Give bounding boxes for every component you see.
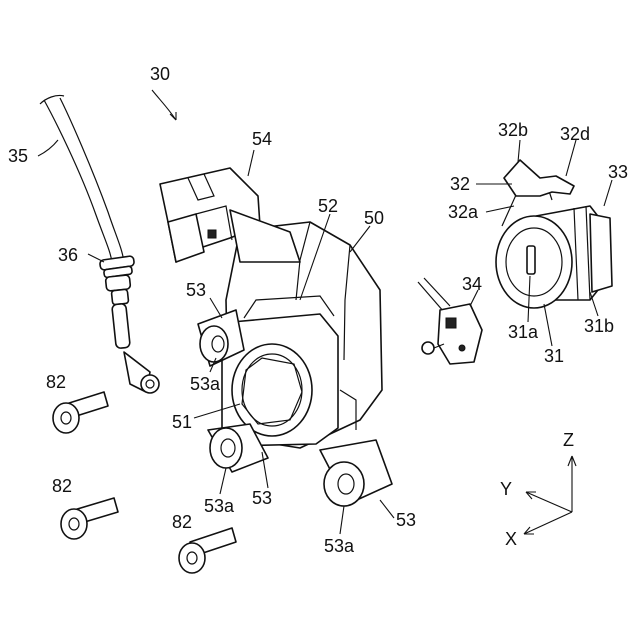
label-52: 52	[318, 196, 338, 216]
bolt-82-middle	[61, 498, 118, 539]
axis-x-label: X	[505, 529, 517, 549]
housing-50	[160, 168, 392, 506]
label-51: 51	[172, 412, 192, 432]
label-32d: 32d	[560, 124, 590, 144]
label-53-top: 53	[186, 280, 206, 300]
label-82-a: 82	[46, 372, 66, 392]
label-30: 30	[150, 64, 170, 84]
label-50: 50	[364, 208, 384, 228]
label-31: 31	[544, 346, 564, 366]
axis-z-label: Z	[563, 430, 574, 450]
label-53-bottom: 53	[252, 488, 272, 508]
label-32: 32	[450, 174, 470, 194]
label-82-c: 82	[172, 512, 192, 532]
axis-y-label: Y	[500, 479, 512, 499]
label-53-right: 53	[396, 510, 416, 530]
coordinate-axes: Z Y X	[500, 430, 576, 549]
label-53a-bottom: 53a	[204, 496, 235, 516]
label-32a: 32a	[448, 202, 479, 222]
arrow-30	[152, 90, 176, 120]
label-31a: 31a	[508, 322, 539, 342]
label-34: 34	[462, 274, 482, 294]
label-54: 54	[252, 129, 272, 149]
label-31b: 31b	[584, 316, 614, 336]
label-53a-right: 53a	[324, 536, 355, 556]
label-35: 35	[8, 146, 28, 166]
connector-36	[99, 256, 159, 393]
label-32b: 32b	[498, 120, 528, 140]
mounting-ear-right	[320, 440, 392, 506]
label-36: 36	[58, 245, 78, 265]
label-53a-left: 53a	[190, 374, 221, 394]
cable-35	[40, 95, 124, 262]
label-82-b: 82	[52, 476, 72, 496]
bolt-82-bottom	[179, 528, 236, 573]
bolt-82-top	[53, 392, 108, 433]
key-cylinder-31	[496, 160, 612, 308]
label-33: 33	[608, 162, 628, 182]
